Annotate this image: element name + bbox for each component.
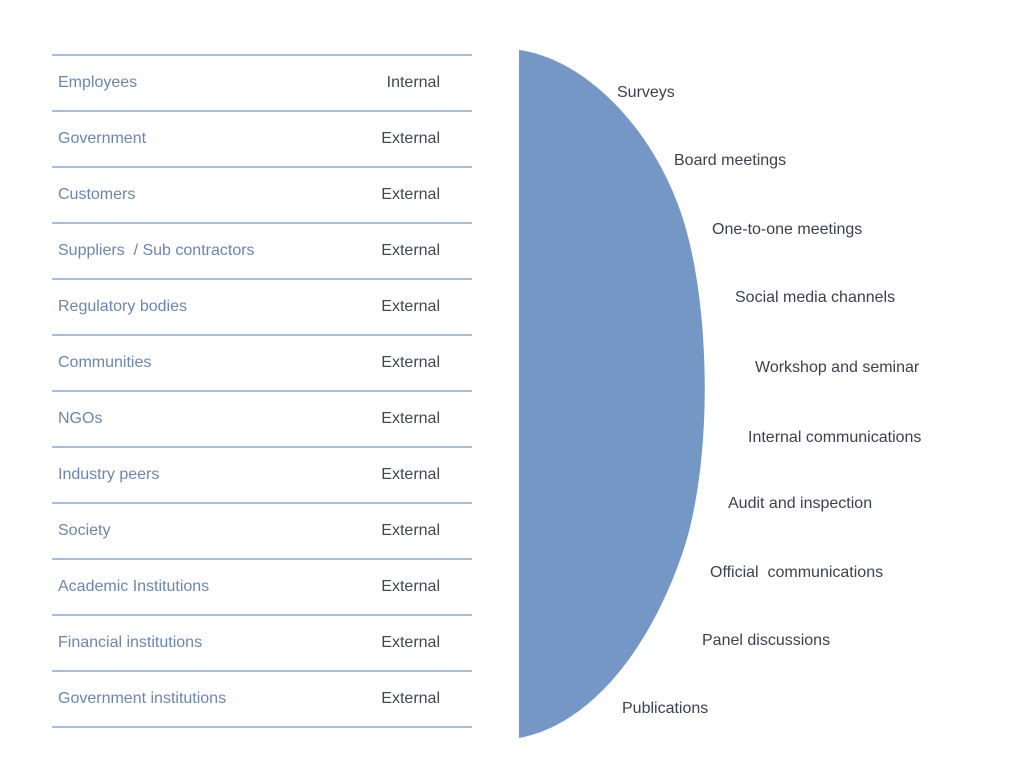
table-row: Customers External — [52, 168, 472, 224]
stakeholder-name: Employees — [58, 74, 138, 91]
channel-board-meetings: Board meetings — [674, 152, 787, 169]
stakeholder-name: Society — [58, 522, 111, 539]
table-row: Regulatory bodies External — [52, 280, 472, 336]
table-row: Financial institutions External — [52, 616, 472, 672]
stakeholder-type: External — [381, 634, 440, 651]
stakeholder-type: External — [381, 130, 440, 147]
table-row: Government External — [52, 112, 472, 168]
semicircle-shape — [519, 50, 705, 738]
stakeholder-type: External — [381, 522, 440, 539]
stakeholder-name: Customers — [58, 186, 136, 203]
table-row: Employees Internal — [52, 56, 472, 112]
stakeholder-type: External — [381, 578, 440, 595]
table-row: Industry peers External — [52, 448, 472, 504]
stakeholder-type: External — [381, 354, 440, 371]
stakeholder-name: Industry peers — [58, 466, 160, 483]
channel-official-communications: Official communications — [710, 564, 884, 581]
channel-panel-discussions: Panel discussions — [702, 632, 831, 649]
table-row: Communities External — [52, 336, 472, 392]
stakeholder-type: External — [381, 298, 440, 315]
stakeholder-type: External — [381, 466, 440, 483]
table-row: NGOs External — [52, 392, 472, 448]
channel-workshop-seminar: Workshop and seminar — [755, 359, 920, 376]
channel-social-media: Social media channels — [735, 289, 896, 306]
stakeholder-name: Suppliers / Sub contractors — [58, 242, 255, 259]
channel-internal-communications: Internal communications — [748, 429, 922, 446]
stakeholder-name: Financial institutions — [58, 634, 203, 651]
stakeholder-name: Academic Institutions — [58, 578, 210, 595]
table-row: Academic Institutions External — [52, 560, 472, 616]
stakeholder-type: External — [381, 410, 440, 427]
channel-one-to-one-meetings: One-to-one meetings — [712, 221, 863, 238]
table-row: Society External — [52, 504, 472, 560]
stakeholder-type: External — [381, 186, 440, 203]
table-row: Government institutions External — [52, 672, 472, 728]
stakeholder-name: NGOs — [58, 410, 103, 427]
table-row: Suppliers / Sub contractors External — [52, 224, 472, 280]
stakeholder-name: Regulatory bodies — [58, 298, 187, 315]
stakeholder-table: Employees Internal Government External C… — [52, 54, 472, 728]
stakeholder-type: Internal — [386, 74, 440, 91]
channel-audit-inspection: Audit and inspection — [728, 495, 873, 512]
channel-surveys: Surveys — [617, 84, 675, 101]
stakeholder-name: Communities — [58, 354, 152, 371]
channel-publications: Publications — [622, 700, 709, 717]
stakeholder-type: External — [381, 242, 440, 259]
stakeholder-name: Government — [58, 130, 147, 147]
stakeholder-type: External — [381, 690, 440, 707]
stakeholder-name: Government institutions — [58, 690, 227, 707]
